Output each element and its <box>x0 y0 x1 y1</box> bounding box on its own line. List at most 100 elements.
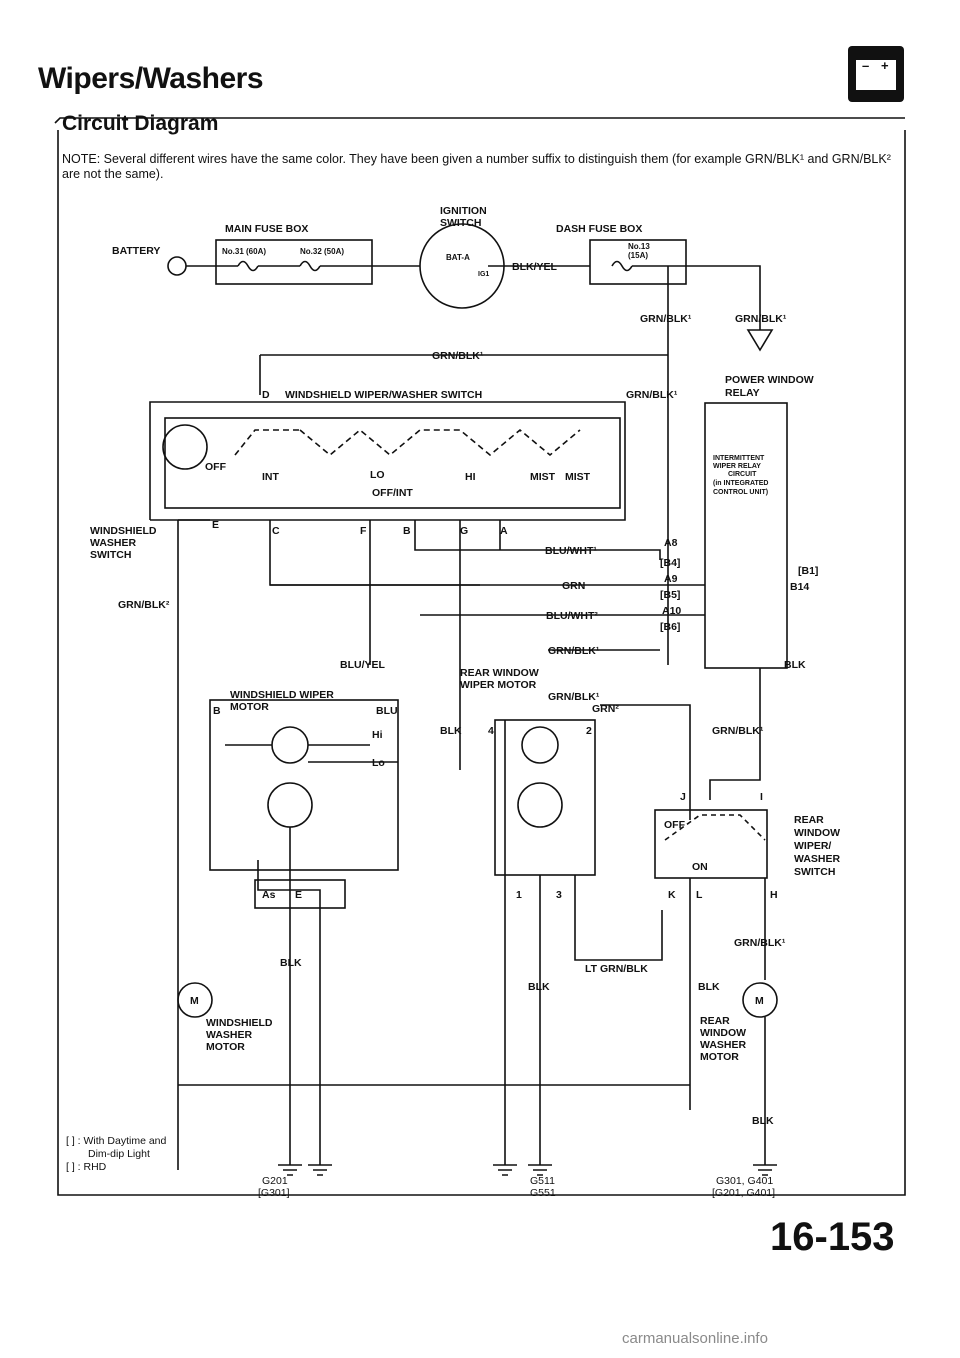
label-int-relay-2: WIPER RELAY <box>713 463 761 470</box>
label-a10: A10 <box>662 605 681 617</box>
label-g201-g401: [G201, G401] <box>712 1187 775 1199</box>
windshield-switch-box <box>149 401 626 521</box>
label-main-fuse-box: MAIN FUSE BOX <box>225 223 308 235</box>
label-rear-motor-2: WIPER MOTOR <box>460 679 537 691</box>
battery-terminal-icon <box>167 256 187 276</box>
legend-line-3: [ ] : RHD <box>66 1161 107 1173</box>
label-lt-grn-blk: LT GRN/BLK <box>585 963 648 975</box>
label-dash-fuse-box: DASH FUSE BOX <box>556 223 642 235</box>
label-e: E <box>212 519 219 531</box>
washer-knob-icon <box>162 424 208 470</box>
label-hi: HI <box>465 471 476 483</box>
legend-line-2: Dim-dip Light <box>88 1148 150 1160</box>
switch-inner <box>164 417 621 509</box>
label-ws-washer-switch-2: WASHER <box>90 537 137 549</box>
label-e2: E <box>295 889 302 901</box>
label-rw-wmotor-1: REAR <box>700 1015 730 1027</box>
label-g: G <box>460 525 468 537</box>
watermark: carmanualsonline.info <box>622 1330 768 1347</box>
section-rule <box>54 117 906 1196</box>
rear-washer-motor-icon <box>742 982 778 1018</box>
label-fuse-31: No.31 (60A) <box>222 247 266 256</box>
label-ws-wmotor-3: MOTOR <box>206 1041 245 1053</box>
label-rear-motor-1: REAR WINDOW <box>460 667 539 679</box>
label-on: ON <box>692 861 708 873</box>
label-power-window-2: RELAY <box>725 387 760 399</box>
label-blk-1: BLK <box>784 659 806 671</box>
label-blu: BLU <box>376 705 398 717</box>
label-off: OFF <box>205 461 227 473</box>
power-window-relay-icon <box>746 329 774 352</box>
label-f: F <box>360 525 367 537</box>
label-ig1: IG1 <box>478 271 489 278</box>
label-grn-blk1-e: GRN/BLK¹ <box>548 645 600 657</box>
label-rw-wmotor-4: MOTOR <box>700 1051 739 1063</box>
wire-dash-fuse-out <box>632 265 761 290</box>
auto-stop-box <box>254 879 346 909</box>
label-j: J <box>680 791 686 803</box>
label-pin2: 2 <box>586 725 592 737</box>
rear-motor-icon <box>521 726 559 764</box>
rear-switch-box <box>654 809 768 879</box>
label-int-relay-1: INTERMITTENT <box>713 455 765 462</box>
wiper-motor-icon <box>271 726 309 764</box>
label-ignition-1: IGNITION <box>440 205 487 217</box>
label-m2: M <box>755 995 764 1007</box>
label-blk-3: BLK <box>280 957 302 969</box>
label-blk-5: BLK <box>698 981 720 993</box>
label-grn-blk1-f: GRN/BLK¹ <box>548 691 600 703</box>
fuse-13-icon <box>611 260 633 272</box>
label-power-window-1: POWER WINDOW <box>725 374 814 386</box>
page-title: Wipers/Washers <box>38 62 264 95</box>
label-grn: GRN <box>562 580 585 592</box>
rear-switch-contacts <box>664 814 766 841</box>
label-b-motor: B <box>213 705 221 717</box>
label-ws-washer-switch-1: WINDSHIELD <box>90 525 157 537</box>
label-off-int: OFF/INT <box>372 487 413 499</box>
label-g301-g401: G301, G401 <box>716 1175 773 1187</box>
label-ws-washer-switch-3: SWITCH <box>90 549 131 561</box>
battery-cell: – + <box>856 58 896 90</box>
rear-wiper-motor-box <box>494 719 596 876</box>
ground-g301-icon <box>308 1150 332 1176</box>
label-int-relay-3: CIRCUIT <box>728 471 757 478</box>
wiper-motor-box <box>209 699 399 871</box>
wire-switch-c <box>269 520 480 586</box>
label-rear-switch-2: WINDOW <box>794 827 840 839</box>
label-rear-switch-5: SWITCH <box>794 866 835 878</box>
label-b: B <box>403 525 411 537</box>
label-pin1: 1 <box>516 889 522 901</box>
label-battery: BATTERY <box>112 245 160 257</box>
label-off2: OFF <box>664 819 686 831</box>
wire-grn-blk-feed <box>259 354 669 665</box>
label-blu-wht1: BLU/WHT¹ <box>545 545 597 557</box>
battery-icon: – + <box>848 46 904 102</box>
label-a: A <box>500 525 508 537</box>
label-d: D <box>262 389 270 401</box>
label-bat-a: BAT-A <box>446 253 470 262</box>
label-ws-wmotor-1: WINDSHIELD <box>206 1017 273 1029</box>
label-blu-wht2: BLU/WHT² <box>546 610 598 622</box>
label-int: INT <box>262 471 280 483</box>
label-ws-motor-1: WINDSHIELD WIPER <box>230 689 334 701</box>
label-g551: G551 <box>530 1187 556 1199</box>
label-fuse-32: No.32 (50A) <box>300 247 344 256</box>
label-blu-yel: BLU/YEL <box>340 659 386 671</box>
label-ws-switch-title: WINDSHIELD WIPER/WASHER SWITCH <box>285 389 482 401</box>
wire-rear-motor <box>504 704 691 1150</box>
label-pin3: 3 <box>556 889 562 901</box>
legend-line-1: [ ] : With Daytime and <box>66 1135 167 1147</box>
main-fuse-box <box>215 239 373 285</box>
label-int-relay-5: CONTROL UNIT) <box>713 489 768 496</box>
label-rear-switch-4: WASHER <box>794 853 841 865</box>
page-number: 16-153 <box>770 1215 895 1259</box>
label-grn-blk1-a: GRN/BLK¹ <box>640 313 692 325</box>
label-grn-blk1-h: GRN/BLK¹ <box>734 937 786 949</box>
label-lo: LO <box>370 469 385 481</box>
label-a8: A8 <box>664 537 678 549</box>
wire-rear-switch <box>689 878 766 1110</box>
label-h: H <box>770 889 778 901</box>
label-blk-yel: BLK/YEL <box>512 261 558 273</box>
label-pin4: 4 <box>488 725 494 737</box>
